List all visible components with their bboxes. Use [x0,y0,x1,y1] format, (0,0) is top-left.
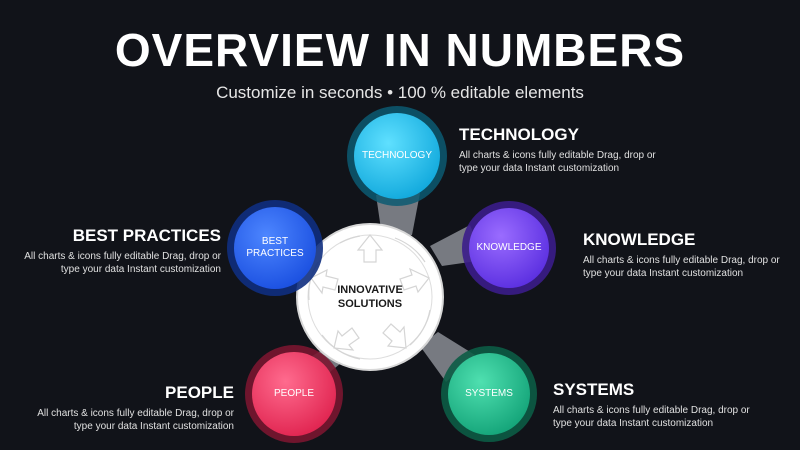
section-desc-best-practices: All charts & icons fully editable Drag, … [24,251,221,275]
node-best-practices [227,200,323,296]
node-knowledge [462,201,556,295]
page-title: OVERVIEW IN NUMBERS [114,24,686,76]
node-label-technology: TECHNOLOGY [361,150,433,161]
center-hub [296,223,444,371]
node-label-systems: SYSTEMS [465,388,513,399]
section-desc-systems: All charts & icons fully editable Drag, … [553,405,750,429]
section-heading-systems: SYSTEMS [553,380,635,399]
section-heading-best-practices: BEST PRACTICES [72,226,221,245]
node-systems [441,346,537,442]
section-systems: SYSTEMS All charts & icons fully editabl… [553,379,753,430]
section-knowledge: KNOWLEDGE All charts & icons fully edita… [583,229,783,280]
node-people [245,345,343,443]
section-heading-technology: TECHNOLOGY [459,125,579,144]
node-label-knowledge: KNOWLEDGE [476,242,542,253]
node-technology [347,106,447,206]
section-people: PEOPLE All charts & icons fully editable… [34,382,234,433]
connector-systems [420,332,475,382]
node-label-people: PEOPLE [273,388,315,399]
section-desc-technology: All charts & icons fully editable Drag, … [459,150,656,174]
section-desc-knowledge: All charts & icons fully editable Drag, … [583,255,780,279]
section-desc-people: All charts & icons fully editable Drag, … [37,408,234,432]
section-heading-people: PEOPLE [165,383,234,402]
page-subtitle: Customize in seconds • 100 % editable el… [216,83,584,102]
center-label: INNOVATIVE SOLUTIONS [337,284,403,310]
section-technology: TECHNOLOGY All charts & icons fully edit… [459,124,659,175]
arrow-cycle-icon [308,234,431,360]
node-label-best-practices: BEST PRACTICES [246,236,304,259]
section-heading-knowledge: KNOWLEDGE [583,230,696,249]
section-best-practices: BEST PRACTICES All charts & icons fully … [20,225,221,276]
